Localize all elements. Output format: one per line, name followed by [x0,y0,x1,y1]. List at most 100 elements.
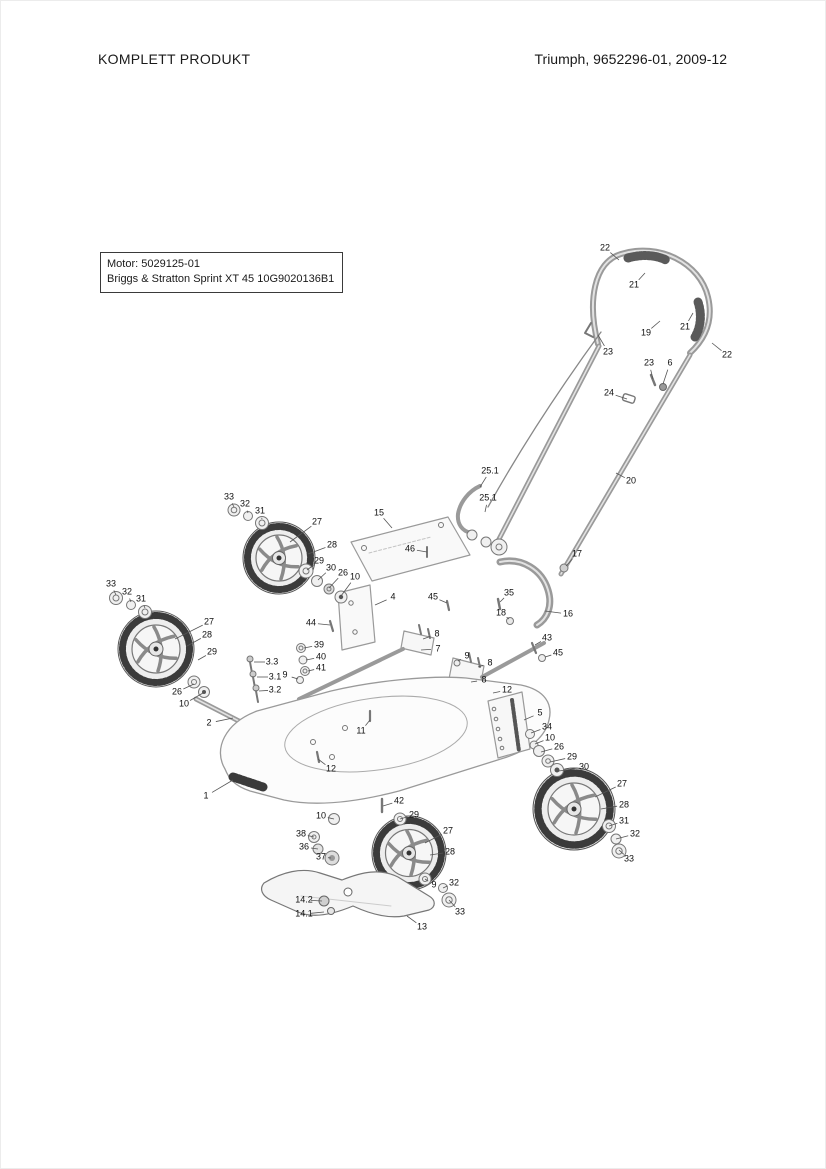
part-callout-27: 27 [442,825,454,836]
part-callout-29: 29 [313,555,325,566]
handle-bolt [649,373,657,387]
wheel-rear-right [242,521,316,595]
part-callout-9: 9 [464,650,470,661]
part-callout-22: 22 [721,349,733,360]
handle-assembly [487,247,713,577]
handle-bracket [496,557,569,629]
part-callout-37: 37 [315,851,327,862]
blade-center-hole [343,887,353,897]
part-callout-24: 24 [603,387,615,398]
part-callout-33: 33 [623,853,635,864]
bolt-stack-left [246,643,310,703]
rod-washer [538,654,546,662]
part-callout-23: 23 [643,357,655,368]
side-plate-screw [328,619,335,633]
part-callout-33: 33 [454,906,466,917]
part-callout-23: 23 [602,346,614,357]
brake-lever [455,484,508,556]
part-callout-32: 32 [121,586,133,597]
part-callout-26: 26 [553,741,565,752]
part-callout-32: 32 [448,877,460,888]
part-callout-38: 38 [295,828,307,839]
part-callout-45: 45 [552,647,564,658]
part-callout-21: 21 [679,321,691,332]
rod-screw [530,641,538,655]
part-callout-10: 10 [315,810,327,821]
part-callout-9: 9 [431,879,437,890]
part-callout-12: 12 [501,684,513,695]
part-callout-29: 29 [408,809,420,820]
part-callout-1: 1 [203,790,209,801]
part-callout-41: 41 [315,662,327,673]
part-callout-8: 8 [434,628,440,639]
part-callout-26: 26 [171,686,183,697]
part-callout-45: 45 [427,591,439,602]
part-callout-12: 12 [325,763,337,774]
part-callout-6: 6 [667,357,673,368]
part-callout-34: 34 [541,721,553,732]
part-callout-32: 32 [629,828,641,839]
part-callout-14.1: 14.1 [295,908,313,919]
handle-grip-right [690,297,705,342]
wheel-front-right [532,767,616,851]
part-callout-39: 39 [313,639,325,650]
mower-deck [219,676,551,804]
part-callout-22: 22 [599,242,611,253]
part-callout-27: 27 [311,516,323,527]
part-callout-8: 8 [487,657,493,668]
part-callout-3.1: 3.1 [268,671,282,682]
part-callout-42: 42 [393,795,405,806]
page-title: KOMPLETT PRODUKT [98,51,251,67]
part-callout-29: 29 [206,646,218,657]
part-callout-25.1: 25.1 [479,492,497,503]
cable-clip [621,393,636,404]
part-callout-29: 29 [566,751,578,762]
part-callout-16: 16 [562,608,574,619]
motor-number: Motor: 5029125-01 [107,258,200,270]
part-callout-4: 4 [390,591,396,602]
deck-decal [228,772,268,792]
part-callout-31: 31 [618,815,630,826]
bracket-screw [496,597,502,611]
part-callout-44: 44 [305,617,317,628]
part-callout-33: 33 [105,578,117,589]
deck-bolt-2 [315,750,321,764]
part-callout-5: 5 [537,707,543,718]
washers-rear-right [227,503,348,604]
part-callout-35: 35 [503,587,515,598]
part-callout-15: 15 [373,507,385,518]
blade-bolt [318,895,335,915]
bracket-nut [506,617,514,625]
part-callout-28: 28 [326,539,338,550]
part-callout-27: 27 [616,778,628,789]
part-callout-9: 9 [282,669,288,680]
part-callout-19: 19 [640,327,652,338]
brake-cable [487,331,602,508]
part-callout-10: 10 [178,698,190,709]
part-callout-28: 28 [201,629,213,640]
blade [261,869,435,918]
axle-brackets [297,599,546,702]
part-callout-46: 46 [404,543,416,554]
part-callout-30: 30 [325,562,337,573]
side-plate [328,584,376,651]
motor-model: Briggs & Stratton Sprint XT 45 10G902013… [107,272,335,285]
part-callout-36: 36 [298,841,310,852]
part-callout-10: 10 [544,732,556,743]
part-callout-18: 18 [495,607,507,618]
part-callout-31: 31 [135,593,147,604]
adjuster-plate [487,691,539,759]
part-callout-11: 11 [356,725,366,736]
axle-rod-left [297,647,405,701]
handle-grip-left [623,251,671,265]
document-reference: Triumph, 9652296-01, 2009-12 [534,51,728,67]
part-callout-28: 28 [618,799,630,810]
part-callout-25.1: 25.1 [481,465,499,476]
part-callout-2: 2 [206,717,212,728]
part-callout-43: 43 [541,632,553,643]
part-callout-33: 33 [223,491,235,502]
part-callout-20: 20 [625,475,637,486]
